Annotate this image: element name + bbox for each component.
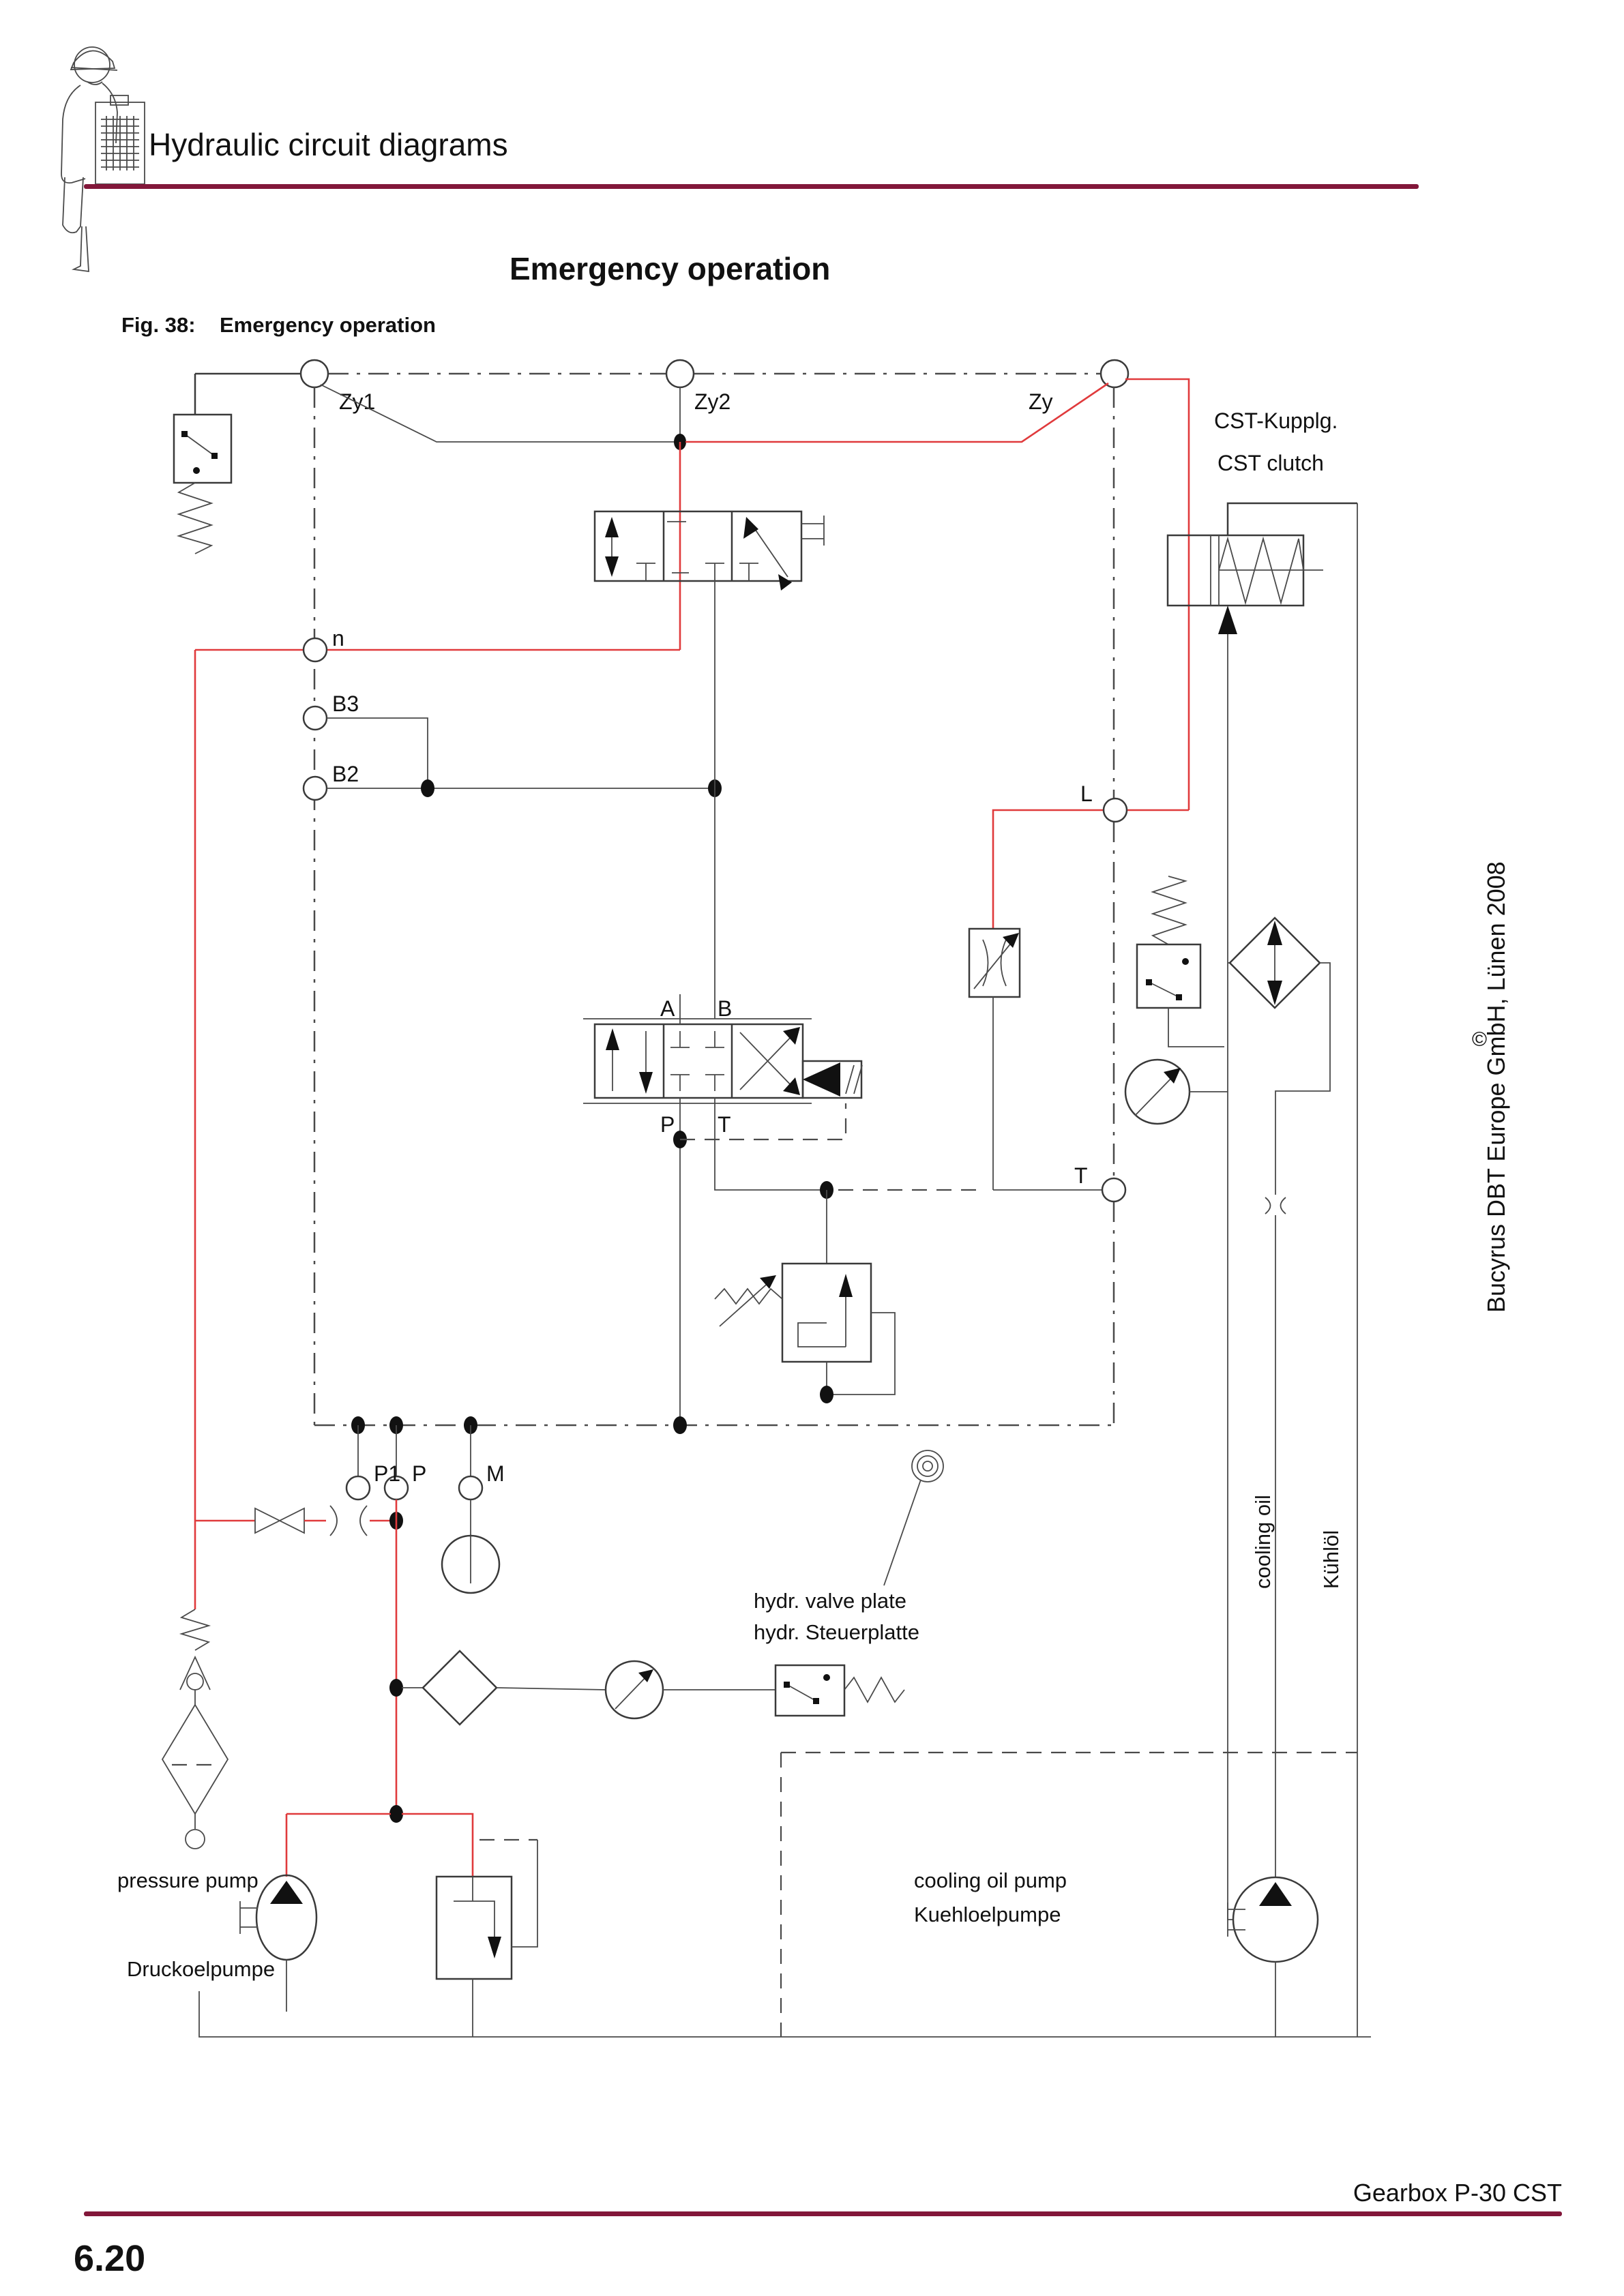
- cooling-oil-pump: [1227, 1876, 1319, 2037]
- label-cooling-oil-en: cooling oil: [1251, 1495, 1275, 1589]
- node-zy1: [299, 359, 329, 389]
- copyright-symbol: ©: [1472, 1028, 1487, 1051]
- cooler: [1228, 916, 1331, 1877]
- label-pressure-pump-de: Druckoelpumpe: [127, 1957, 275, 1981]
- cst-clutch: [1166, 502, 1357, 1920]
- label-cst-clutch: CST clutch: [1217, 451, 1324, 475]
- label-cst-kupplg: CST-Kupplg.: [1214, 408, 1338, 433]
- figure-label: Fig. 38:: [121, 313, 196, 337]
- suction-filter-chain: [161, 1609, 229, 1849]
- node-zy2: [665, 359, 695, 389]
- cooling-section-boundary: [780, 1751, 1357, 2037]
- node-b2: [302, 775, 328, 801]
- pump-control-valve: [402, 1813, 538, 2037]
- valve-plate-callout: hydr. valve plate hydr. Steuerplatte: [754, 1450, 944, 1644]
- label-l: L: [1080, 781, 1093, 806]
- page-header-title: Hydraulic circuit diagrams: [149, 127, 508, 162]
- solenoid-valve-top: [593, 442, 825, 650]
- pressure-relief-valve: [714, 1190, 896, 1403]
- header-rule: [84, 184, 1419, 189]
- label-port-a: A: [660, 996, 675, 1021]
- copyright-sidebar: © Bucyrus DBT Europe GmbH, Lünen 2008: [1472, 861, 1510, 1313]
- label-m: M: [486, 1461, 505, 1486]
- node-zy: [1099, 359, 1130, 389]
- label-valve-plate-en: hydr. valve plate: [754, 1589, 906, 1613]
- label-cooling-pump-de: Kuehloelpumpe: [914, 1903, 1061, 1926]
- shutoff-valve: [254, 1507, 305, 1534]
- footer-page-number: 6.20: [74, 2238, 145, 2279]
- footer-doc-title: Gearbox P-30 CST: [1353, 2179, 1562, 2207]
- label-cooling-oil-de: Kühlöl: [1319, 1530, 1343, 1589]
- label-t-node: T: [1074, 1163, 1088, 1188]
- label-zy: Zy: [1029, 389, 1053, 414]
- pressure-pump: [239, 1813, 391, 2012]
- footer-rule: [84, 2211, 1562, 2216]
- node-l: [1102, 797, 1128, 823]
- spring-icon: [176, 482, 213, 554]
- directional-valve-main: A B P T: [583, 994, 863, 1137]
- figure-title: Emergency operation: [220, 313, 436, 337]
- node-b3: [302, 705, 328, 731]
- label-b3: B3: [332, 691, 359, 716]
- pressure-filter-row: [402, 1650, 905, 1726]
- label-port-b: B: [718, 996, 732, 1021]
- label-port-p: P: [660, 1112, 675, 1137]
- engineer-icon: [61, 46, 145, 273]
- pressure-switch-1: [173, 413, 233, 484]
- copyright-text: Bucyrus DBT Europe GmbH, Lünen 2008: [1482, 861, 1510, 1313]
- label-p1: P1: [374, 1461, 400, 1486]
- label-zy2: Zy2: [694, 389, 730, 414]
- pressure-switch-2: [1136, 876, 1224, 1047]
- hydraulic-circuit-diagram: Zy1 Zy2 Zy CST-Kupplg. CST clutch: [117, 359, 1371, 2038]
- tank-line: [198, 1991, 1371, 2038]
- label-pressure-pump-en: pressure pump: [117, 1868, 259, 1892]
- pressure-gauge-right: [1124, 1058, 1228, 1125]
- label-n: n: [332, 626, 344, 651]
- page-title: Emergency operation: [510, 251, 830, 286]
- label-port-t: T: [718, 1112, 731, 1137]
- throttle-valve: [968, 927, 1021, 1190]
- restrictor-icon: [329, 1505, 368, 1536]
- plate-ports: P1 P M: [345, 1416, 687, 1594]
- node-t: [1101, 1177, 1127, 1203]
- label-p: P: [412, 1461, 426, 1486]
- label-cooling-pump-en: cooling oil pump: [914, 1868, 1067, 1892]
- label-valve-plate-de: hydr. Steuerplatte: [754, 1620, 919, 1644]
- label-zy1: Zy1: [339, 389, 375, 414]
- node-n: [302, 637, 328, 663]
- label-b2: B2: [332, 762, 359, 786]
